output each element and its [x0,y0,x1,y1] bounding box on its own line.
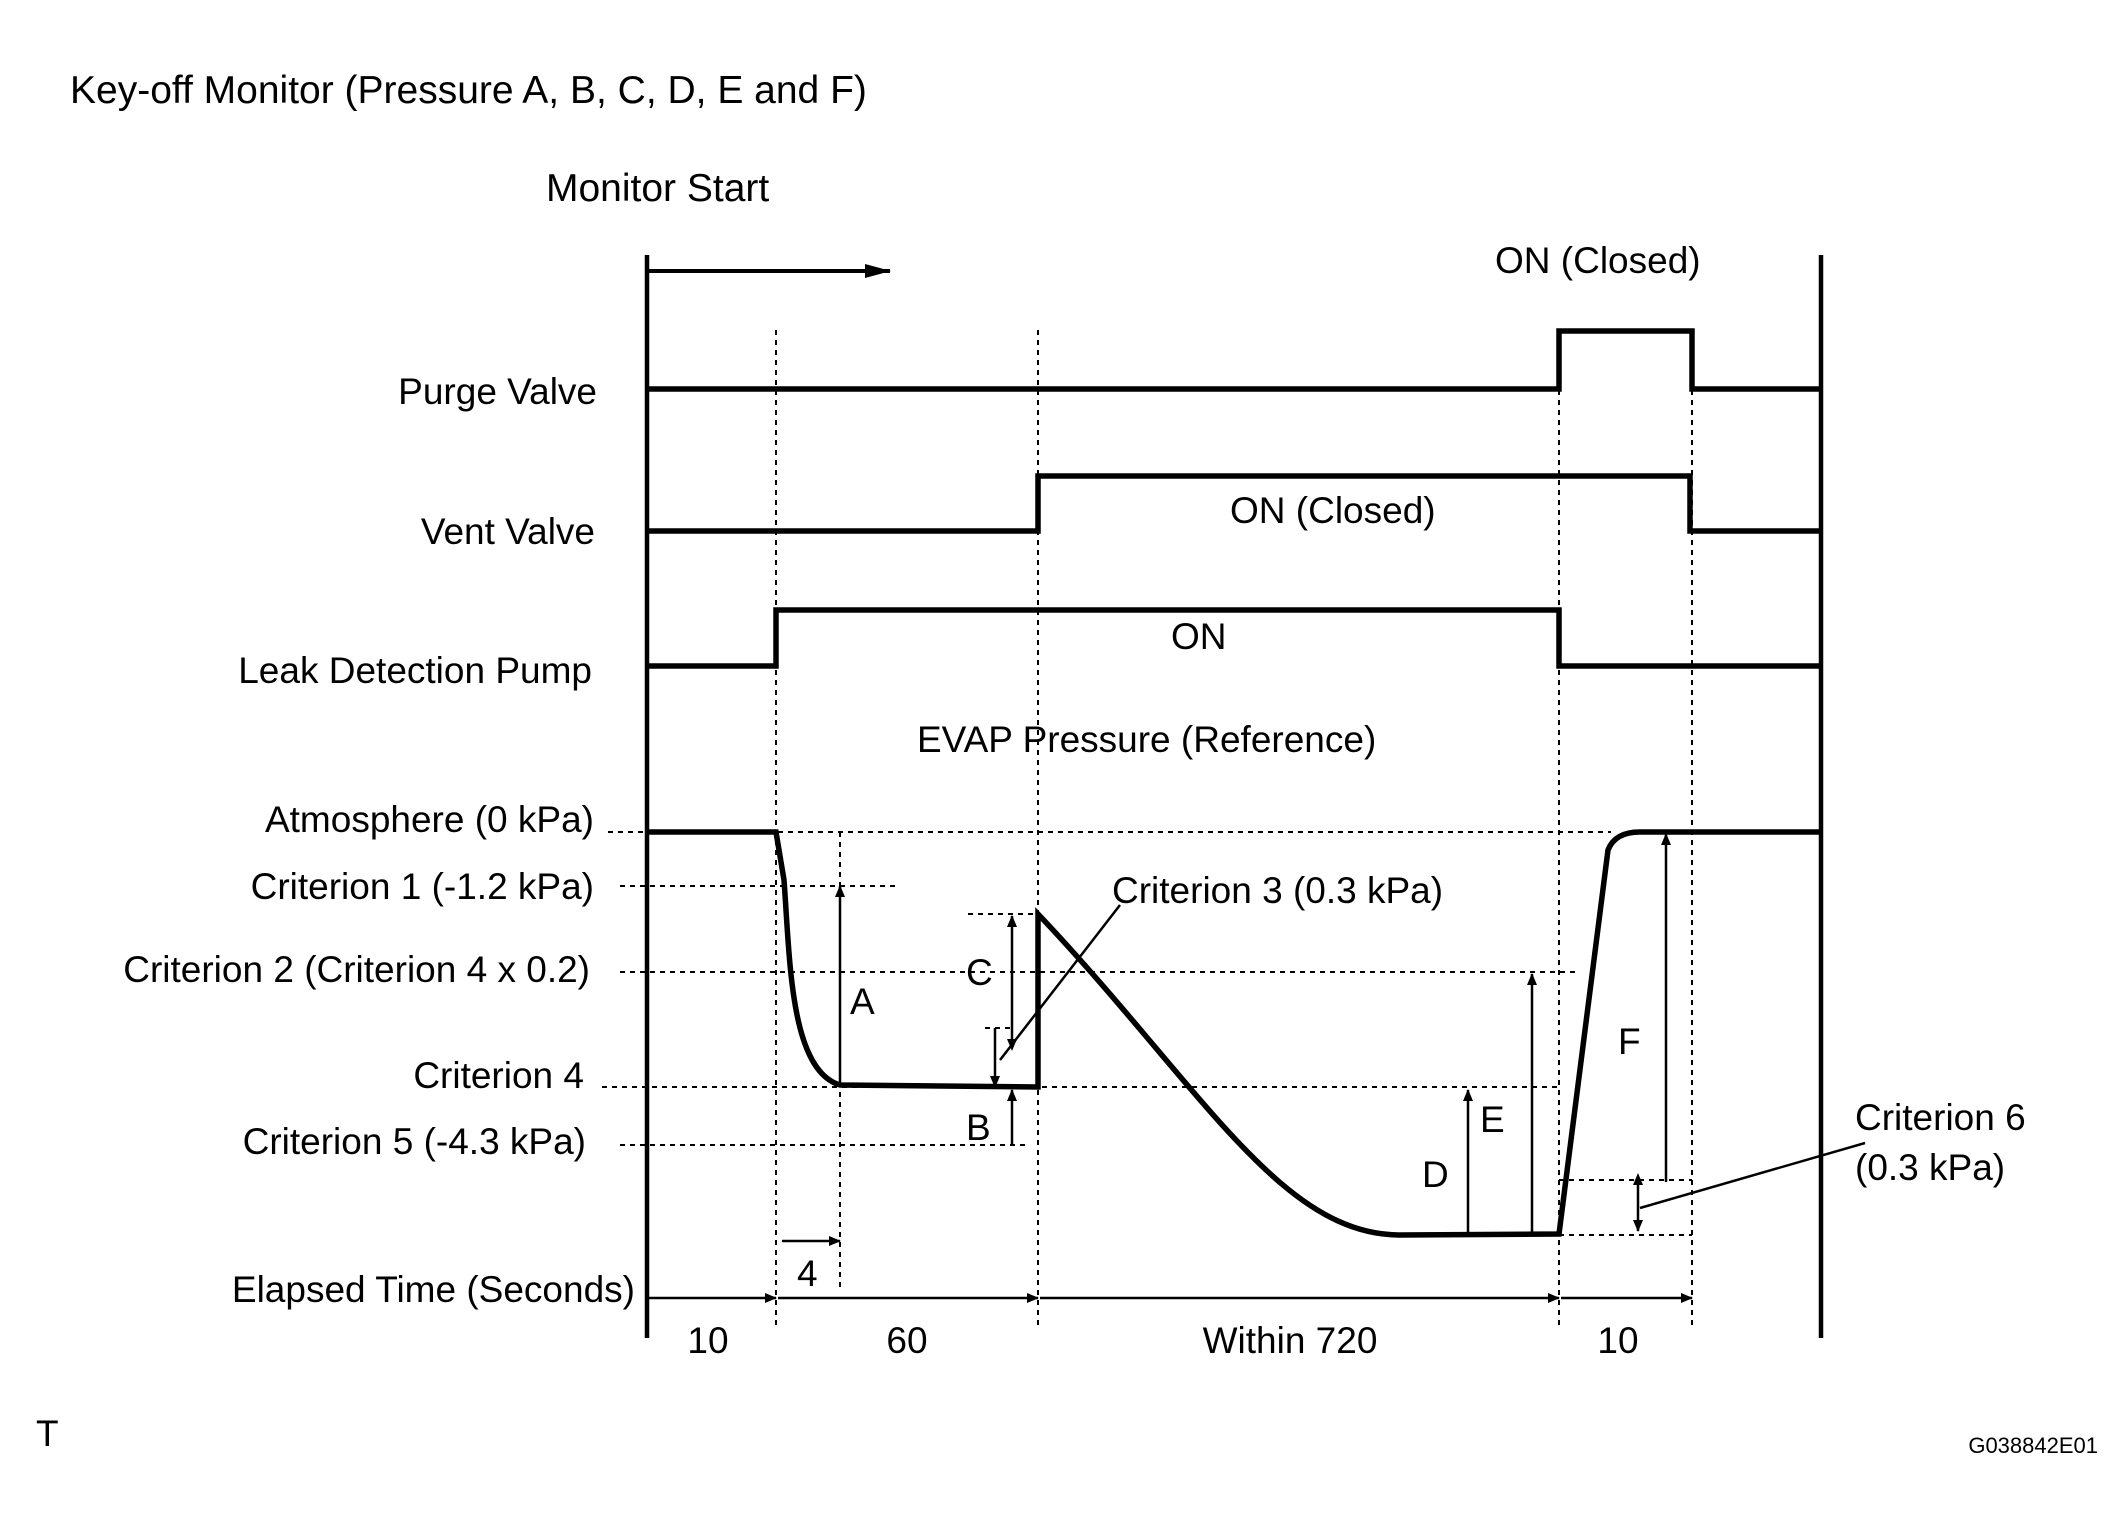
criterion-5-label: Criterion 5 (-4.3 kPa) [243,1121,586,1162]
corner-mark: T [36,1413,59,1454]
elapsed-time-label: Elapsed Time (Seconds) [232,1269,635,1310]
pressure-e-label: E [1480,1099,1505,1140]
purge-valve-on-label: ON (Closed) [1495,240,1701,281]
pressure-c-label: C [966,952,993,993]
criterion-6-label-line-2: (0.3 kPa) [1855,1147,2005,1188]
diagram-title: Key-off Monitor (Pressure A, B, C, D, E … [70,69,867,112]
criterion-6-label-line-1: Criterion 6 [1855,1097,2026,1138]
leak-detection-pump-signal [647,607,1821,669]
duration-phase-1: 10 [687,1320,728,1361]
purge-valve-signal [647,328,1821,392]
criterion-2-label: Criterion 2 (Criterion 4 x 0.2) [123,949,590,990]
vent-valve-signal [647,473,1821,534]
vent-valve-label: Vent Valve [421,511,595,552]
pressure-a-label: A [850,981,875,1022]
figure-code: G038842E01 [1968,1433,2098,1458]
criterion-1-label: Criterion 1 (-1.2 kPa) [251,866,594,907]
evap-pressure-title: EVAP Pressure (Reference) [917,719,1376,760]
duration-phase-4: 10 [1597,1320,1638,1361]
atmosphere-label: Atmosphere (0 kPa) [265,799,594,840]
evap-pressure-curve [647,829,1821,1238]
leak-detection-pump-label: Leak Detection Pump [238,650,592,691]
pressure-f-label: F [1618,1021,1641,1062]
criterion-4-label: Criterion 4 [413,1055,584,1096]
pressure-b-label: B [966,1107,991,1148]
criterion-3-label: Criterion 3 (0.3 kPa) [1112,870,1443,911]
pump-on-label: ON [1171,616,1227,657]
criterion-3-leader [999,904,1121,1061]
duration-phase-2: 60 [886,1320,927,1361]
vent-valve-on-label: ON (Closed) [1230,490,1436,531]
monitor-start-label: Monitor Start [546,167,769,210]
duration-phase-3: Within 720 [1203,1320,1378,1361]
purge-valve-label: Purge Valve [398,371,597,412]
delay-4-label: 4 [797,1253,818,1294]
pressure-d-label: D [1422,1154,1449,1195]
criterion-6-leader [1639,1141,1866,1210]
